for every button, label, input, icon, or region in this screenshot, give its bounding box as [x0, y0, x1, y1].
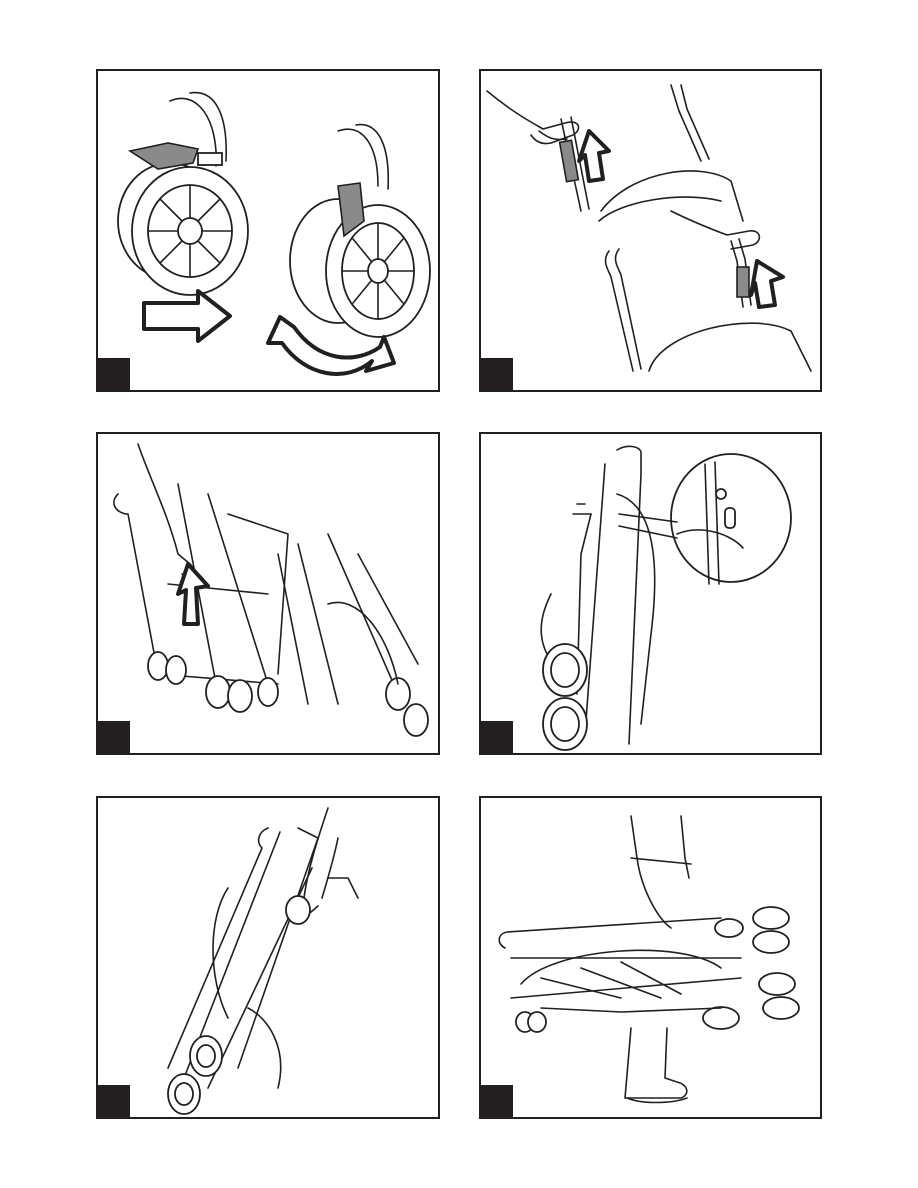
step-number-badge [481, 721, 513, 753]
hand-icon [671, 211, 759, 249]
step-number-badge [98, 1085, 130, 1117]
handle-icon [606, 239, 751, 371]
front-wheel-icon [290, 125, 430, 337]
folded-lock-illustration [481, 434, 820, 753]
folded-stroller-icon [499, 907, 799, 1032]
panel-carry-stroller [479, 796, 822, 1119]
folded-stroller-icon [541, 446, 654, 750]
fold-complete-illustration [98, 798, 438, 1117]
person-carrying-icon [625, 816, 691, 1103]
up-arrow-icon [579, 131, 609, 181]
stroller-icon [278, 534, 428, 736]
right-arrow-icon [144, 291, 230, 341]
handle-release-illustration [481, 71, 820, 390]
panel-handle-release [479, 69, 822, 392]
panel-wheel-swivel-lock [96, 69, 440, 392]
seat-icon [649, 323, 811, 371]
swivel-lock-lever-icon [130, 143, 222, 169]
hand-icon [138, 444, 194, 576]
step-number-badge [98, 721, 130, 753]
stroller-icon [114, 484, 288, 712]
panel-fold-complete [96, 796, 440, 1119]
up-arrow-icon [751, 261, 783, 307]
step-number-badge [98, 358, 130, 390]
carry-stroller-illustration [481, 798, 820, 1117]
front-wheel-icon [118, 93, 248, 295]
step-number-badge [481, 358, 513, 390]
step-number-badge [481, 1085, 513, 1117]
seat-icon [599, 171, 743, 221]
panel-fold-step [96, 432, 440, 755]
wheel-swivel-illustration [98, 71, 438, 390]
panel-folded-lock-detail [479, 432, 822, 755]
fold-step-illustration [98, 434, 438, 753]
